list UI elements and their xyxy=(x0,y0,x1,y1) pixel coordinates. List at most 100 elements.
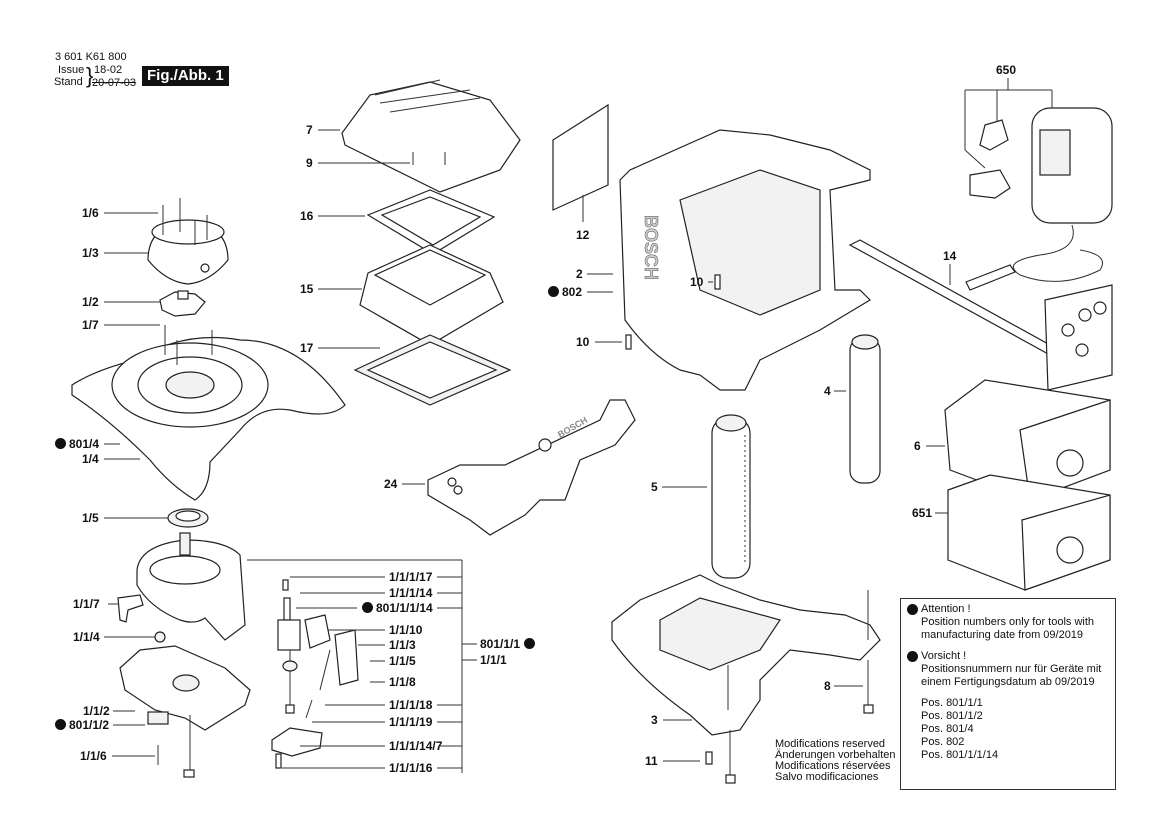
label-1-1-10: 1/1/10 xyxy=(389,623,423,637)
label-1-1-4: 1/1/4 xyxy=(73,630,100,644)
bullet-icon xyxy=(907,604,918,615)
battery-pack-part xyxy=(947,474,1111,591)
vorsicht-line-1: Positionsnummern nur für Geräte mit xyxy=(921,663,1102,675)
battery-spring-cylinder-part xyxy=(711,414,751,579)
new-position-bullet-icon xyxy=(548,286,559,297)
new-position-bullet-icon xyxy=(524,638,536,649)
label-5: 5 xyxy=(651,480,658,494)
label-1-1-1-19: 1/1/1/19 xyxy=(389,715,433,729)
top-cap-part xyxy=(147,198,229,285)
position-item: Pos. 801/1/1 xyxy=(921,697,983,709)
vorsicht-line-2: einem Fertigungsdatum ab 09/2019 xyxy=(921,676,1095,688)
brace: } xyxy=(86,63,94,88)
label-1-1-1-14: 1/1/1/14 xyxy=(389,586,433,600)
mounting-plate-part xyxy=(848,239,1113,391)
washer-part xyxy=(154,631,166,643)
circuit-board-part xyxy=(119,645,251,778)
battery-compartment-part xyxy=(944,379,1111,501)
issue-label: Issue xyxy=(58,64,85,76)
label-12: 12 xyxy=(576,228,590,242)
part-number: 3 601 K61 800 xyxy=(55,51,127,63)
label-1-1-6: 1/1/6 xyxy=(80,749,107,763)
housing-brand-text: BOSCH xyxy=(641,215,661,280)
label-24: 24 xyxy=(384,477,398,491)
position-item: Pos. 801/1/2 xyxy=(921,710,983,722)
modifications-en: Modifications reserved xyxy=(775,738,886,750)
label-1-1-1-14-7: 1/1/1/14/7 xyxy=(389,739,443,753)
stand-label: Stand xyxy=(54,76,83,88)
new-position-bullet-icon xyxy=(55,719,66,730)
label-16: 16 xyxy=(300,209,314,223)
label-8: 8 xyxy=(824,679,831,693)
pin-assembly-part xyxy=(271,579,359,769)
attention-line-2: manufacturing date from 09/2019 xyxy=(921,629,1084,641)
seal-frame-part xyxy=(353,334,512,406)
label-801-4: 801/4 xyxy=(55,437,99,451)
bullet-icon xyxy=(907,651,918,662)
wall-mount-part: BOSCH xyxy=(427,399,636,536)
label-9: 9 xyxy=(306,156,313,170)
bearing-flange-part xyxy=(159,290,206,317)
label-801-1-1: 801/1/1 xyxy=(480,637,536,651)
label-651: 651 xyxy=(912,506,933,520)
label-6: 6 xyxy=(914,439,921,453)
label-1-7: 1/7 xyxy=(82,318,99,332)
label-14: 14 xyxy=(943,249,957,263)
motor-unit-part xyxy=(117,532,246,641)
label-7: 7 xyxy=(306,123,313,137)
label-802: 802 xyxy=(548,285,582,299)
tripod-base-part xyxy=(71,325,346,501)
glass-window-part xyxy=(359,244,504,346)
label-1-1-1-18: 1/1/1/18 xyxy=(389,698,433,712)
label-4: 4 xyxy=(824,384,831,398)
label-1-1-1-16: 1/1/1/16 xyxy=(389,761,433,775)
label-1-1-8: 1/1/8 xyxy=(389,675,416,689)
label-650: 650 xyxy=(996,63,1017,77)
ring-part xyxy=(167,508,209,528)
issue-value: 18-02 xyxy=(94,64,123,76)
bottom-base-part xyxy=(611,574,881,784)
label-1-1-2: 1/1/2 xyxy=(83,704,110,718)
modifications-de: Änderungen vorbehalten xyxy=(775,749,896,761)
new-position-bullet-icon xyxy=(362,602,373,613)
label-1-1-7: 1/1/7 xyxy=(73,597,100,611)
vorsicht-title: Vorsicht ! xyxy=(921,650,967,662)
label-sheet-part xyxy=(552,103,609,211)
label-11: 11 xyxy=(645,754,658,768)
label-801-1-1-14: 801/1/1/14 xyxy=(362,601,433,615)
label-801-1-2: 801/1/2 xyxy=(55,718,109,732)
leader-lines xyxy=(104,129,951,769)
label-1-1-1: 1/1/1 xyxy=(480,653,507,667)
label-3: 3 xyxy=(651,713,658,727)
position-item: Pos. 801/1/1/14 xyxy=(921,749,999,761)
label-1-2: 1/2 xyxy=(82,295,99,309)
attention-note-box: Attention ! Position numbers only for to… xyxy=(900,598,1116,790)
label-1-4: 1/4 xyxy=(82,452,99,466)
label-1-1-3: 1/1/3 xyxy=(389,638,416,652)
position-item: Pos. 801/4 xyxy=(921,723,974,735)
label-1-3: 1/3 xyxy=(82,246,99,260)
figure-label: Fig./Abb. 1 xyxy=(142,66,229,86)
new-position-bullet-icon xyxy=(55,438,66,449)
attention-line-1: Position numbers only for tools with xyxy=(921,616,1095,628)
battery-cylinder-part xyxy=(849,334,881,484)
modifications-fr: Modifications réservées xyxy=(775,760,891,772)
label-10a: 10 xyxy=(690,275,704,289)
label-1-1-5: 1/1/5 xyxy=(389,654,416,668)
label-1-5: 1/5 xyxy=(82,511,99,525)
position-item: Pos. 802 xyxy=(921,736,965,748)
modifications-es: Salvo modificaciones xyxy=(775,771,879,783)
top-cover-part xyxy=(341,79,521,193)
label-17: 17 xyxy=(300,341,314,355)
modifications-notice: Modifications reserved Änderungen vorbeh… xyxy=(775,739,895,783)
gasket-frame-part xyxy=(366,189,496,255)
power-adapter-part xyxy=(965,107,1113,291)
stand-value: 20-07-03 xyxy=(92,77,137,89)
label-15: 15 xyxy=(300,282,314,296)
attention-title: Attention ! xyxy=(921,603,971,615)
housing-part: BOSCH xyxy=(620,130,871,391)
label-1-6: 1/6 xyxy=(82,206,99,220)
label-10b: 10 xyxy=(576,335,590,349)
label-2: 2 xyxy=(576,267,583,281)
